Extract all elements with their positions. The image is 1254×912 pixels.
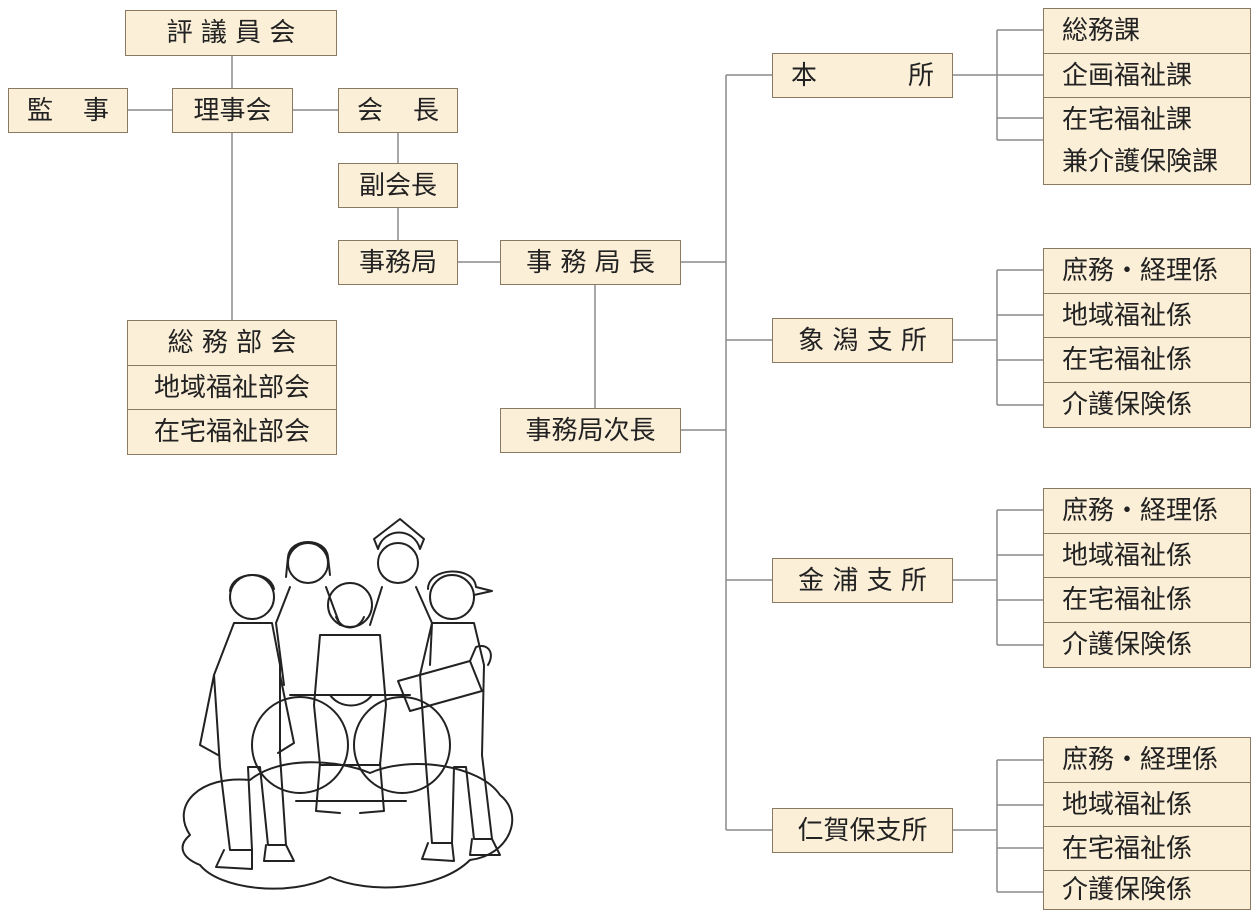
nikaho-section-care: 介護保険係	[1043, 870, 1251, 910]
vice-chairman-box: 副会長	[338, 163, 458, 208]
kisakata-section-care: 介護保険係	[1043, 382, 1251, 428]
kisakata-section-home: 在宅福祉係	[1043, 337, 1251, 383]
section-care-insurance: 兼介護保険課	[1043, 140, 1251, 185]
section-general-affairs: 総務課	[1043, 8, 1251, 54]
committee-home-welfare: 在宅福祉部会	[127, 409, 337, 455]
chairman-box: 会 長	[338, 88, 458, 133]
konoura-branch-box: 金 浦 支 所	[772, 558, 953, 603]
caregivers-illustration	[181, 518, 514, 890]
head-office-label-left: 本	[791, 60, 818, 91]
kisakata-section-admin: 庶務・経理係	[1043, 248, 1251, 294]
chairman-label-left: 会	[357, 95, 384, 126]
konoura-section-community: 地域福祉係	[1043, 533, 1251, 578]
chairman-label-right: 長	[412, 95, 439, 126]
deputy-secretary-general-box: 事務局次長	[500, 408, 681, 453]
nikaho-section-admin: 庶務・経理係	[1043, 737, 1251, 783]
section-planning-welfare: 企画福祉課	[1043, 53, 1251, 98]
auditor-label-right: 事	[82, 95, 109, 126]
head-office-label-right: 所	[907, 60, 934, 91]
head-office-box: 本 所	[772, 53, 953, 98]
auditor-label-left: 監	[27, 95, 54, 126]
section-home-welfare: 在宅福祉課	[1043, 97, 1251, 141]
nikaho-section-home: 在宅福祉係	[1043, 826, 1251, 871]
committee-general-affairs: 総 務 部 会	[127, 320, 337, 366]
kisakata-branch-box: 象 潟 支 所	[772, 318, 953, 363]
secretariat-box: 事務局	[338, 240, 458, 285]
konoura-section-admin: 庶務・経理係	[1043, 488, 1251, 534]
nikaho-branch-box: 仁賀保支所	[772, 808, 953, 853]
konoura-section-care: 介護保険係	[1043, 622, 1251, 668]
secretary-general-box: 事 務 局 長	[500, 240, 681, 285]
auditor-box: 監 事	[8, 88, 128, 133]
board-box: 理事会	[172, 88, 293, 133]
committee-community-welfare: 地域福祉部会	[127, 365, 337, 410]
konoura-section-home: 在宅福祉係	[1043, 577, 1251, 623]
nikaho-section-community: 地域福祉係	[1043, 782, 1251, 827]
council-box: 評 議 員 会	[125, 10, 337, 56]
kisakata-section-community: 地域福祉係	[1043, 293, 1251, 338]
